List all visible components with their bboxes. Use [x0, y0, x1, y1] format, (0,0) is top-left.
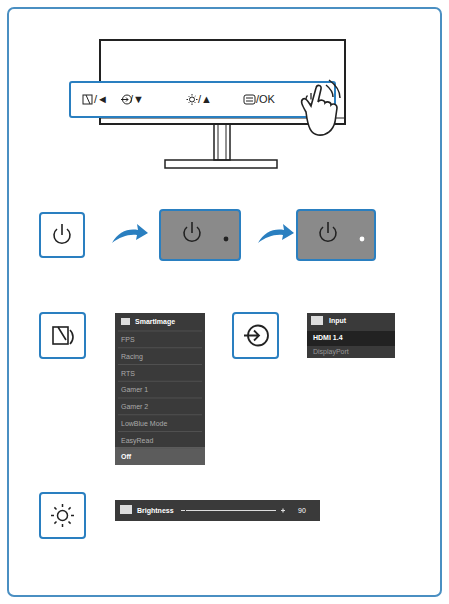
- brightness-bar: Brightness 90: [115, 500, 320, 521]
- menu-text: Brightness: [137, 507, 174, 514]
- separators: [118, 331, 202, 448]
- menu-text: SmartImage: [135, 318, 175, 325]
- brightness-panel: [115, 500, 320, 521]
- menu-text: HDMI 1.4: [313, 334, 343, 341]
- menu-text: Off: [121, 453, 131, 460]
- separator: [118, 398, 202, 399]
- outer-frame: [8, 8, 441, 596]
- smartimage-panel: [115, 313, 205, 465]
- menu-text: Gamer 2: [121, 403, 148, 410]
- slider-ends: [181, 509, 285, 513]
- menu-text: Racing: [121, 353, 143, 360]
- menu-text: RTS: [121, 370, 135, 377]
- button-label: /OK: [256, 94, 275, 105]
- slider: [186, 510, 276, 511]
- smartimage-button: [40, 313, 85, 358]
- brightness-button: [40, 493, 85, 538]
- menu-text: Input: [329, 317, 346, 324]
- separator: [118, 381, 202, 382]
- menu-icon: [121, 318, 130, 325]
- separator: [118, 331, 202, 332]
- separator: [118, 431, 202, 432]
- separator: [118, 448, 202, 449]
- menu-text: 90: [298, 507, 306, 514]
- button-callout: [70, 82, 335, 117]
- input-button: [233, 313, 278, 358]
- menu-icon: [120, 505, 132, 514]
- power-sequence: [40, 210, 375, 260]
- menu-text: DisplayPort: [313, 348, 349, 355]
- button-bar: /◄ /▼ /▲ /OK: [70, 82, 335, 117]
- menu-text: FPS: [121, 336, 135, 343]
- separator: [118, 414, 202, 415]
- menu-icon: [311, 316, 323, 325]
- button-label: /◄: [94, 94, 108, 105]
- highlight-row: [307, 331, 395, 346]
- menu-text: Gamer 1: [121, 386, 148, 393]
- input-menu: InputHDMI 1.4DisplayPort: [307, 313, 395, 358]
- menu-text: EasyRead: [121, 437, 153, 444]
- button-icons: [83, 93, 316, 105]
- smartimage-menu: SmartImageFPS RacingRTS Gamer 1 Gamer 2 LowB…: [115, 313, 205, 465]
- separator: [118, 364, 202, 365]
- separator: [118, 347, 202, 348]
- menu-text: LowBlue Mode: [121, 420, 167, 427]
- press-marks: [326, 80, 340, 98]
- input-panel: [307, 313, 395, 358]
- button-label: /▲: [198, 94, 212, 105]
- button-label: /▼: [130, 94, 144, 105]
- highlight-row: [115, 447, 205, 465]
